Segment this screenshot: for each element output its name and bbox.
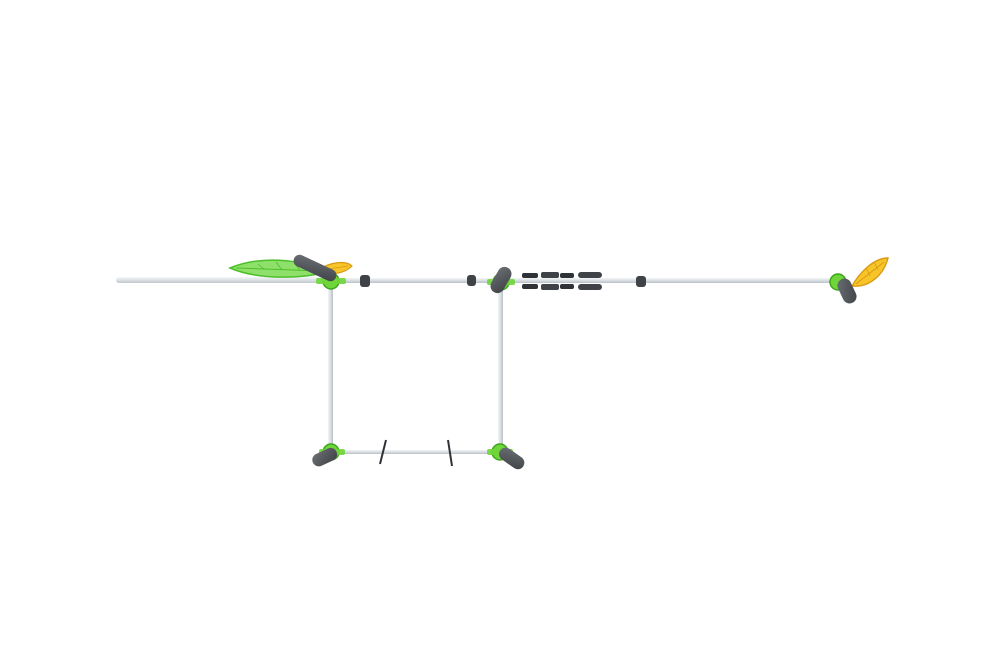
main-beam <box>116 277 838 283</box>
node-right-bottom <box>487 443 525 470</box>
hand-grip-icon <box>578 284 602 290</box>
hand-grip-icon <box>636 276 646 287</box>
node-right-end <box>829 273 857 304</box>
node-middle-top <box>487 266 515 294</box>
capped-post-icon <box>490 266 512 294</box>
hand-grip-icon <box>578 272 602 278</box>
grip-cluster <box>522 272 602 290</box>
frame-uprights <box>328 285 503 454</box>
beam-right-segment <box>502 278 838 283</box>
beam-middle-segment <box>336 278 502 283</box>
capped-post-icon <box>312 447 338 467</box>
rung-icon <box>447 439 453 467</box>
left-upright <box>328 285 333 450</box>
beam-left-segment <box>116 277 336 283</box>
hand-grip-icon <box>560 273 574 278</box>
hand-grip-icon <box>522 284 538 289</box>
rung-icon <box>379 439 387 465</box>
hand-grip-icon <box>541 272 559 278</box>
right-upright <box>498 285 503 450</box>
hand-grip-icon <box>467 275 476 286</box>
hand-grip-icon <box>360 275 370 287</box>
bottom-rungs <box>379 439 453 467</box>
bottom-bar <box>333 450 499 454</box>
hand-grip-icon <box>560 284 574 289</box>
capped-post-icon <box>837 278 857 304</box>
leaf-icon <box>850 257 889 287</box>
capped-post-icon <box>499 447 525 470</box>
hand-grip-icon <box>541 284 559 290</box>
node-left-bottom <box>312 443 345 467</box>
beam-grips <box>360 272 646 290</box>
hand-grip-icon <box>522 273 538 278</box>
node-left-top <box>293 254 346 290</box>
capped-post-icon <box>293 254 337 282</box>
